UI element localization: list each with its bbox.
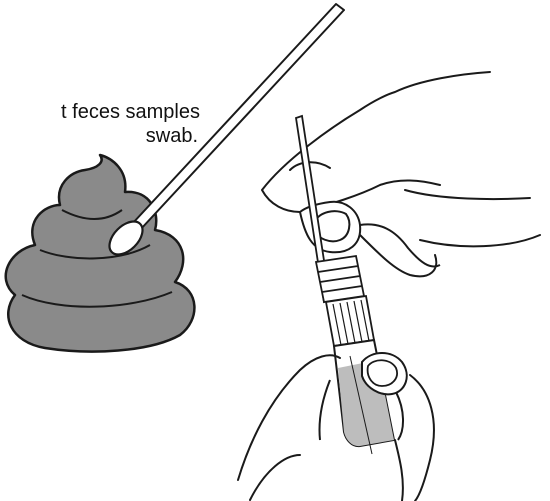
tube-cap-rings [316, 256, 364, 302]
feces-pile-icon [6, 155, 195, 352]
feces-pile-shape [6, 155, 195, 352]
lower-hand-icon [238, 353, 434, 501]
tube-grip [326, 296, 374, 346]
lower-thumbnail [368, 360, 397, 386]
index-finger [360, 224, 440, 266]
